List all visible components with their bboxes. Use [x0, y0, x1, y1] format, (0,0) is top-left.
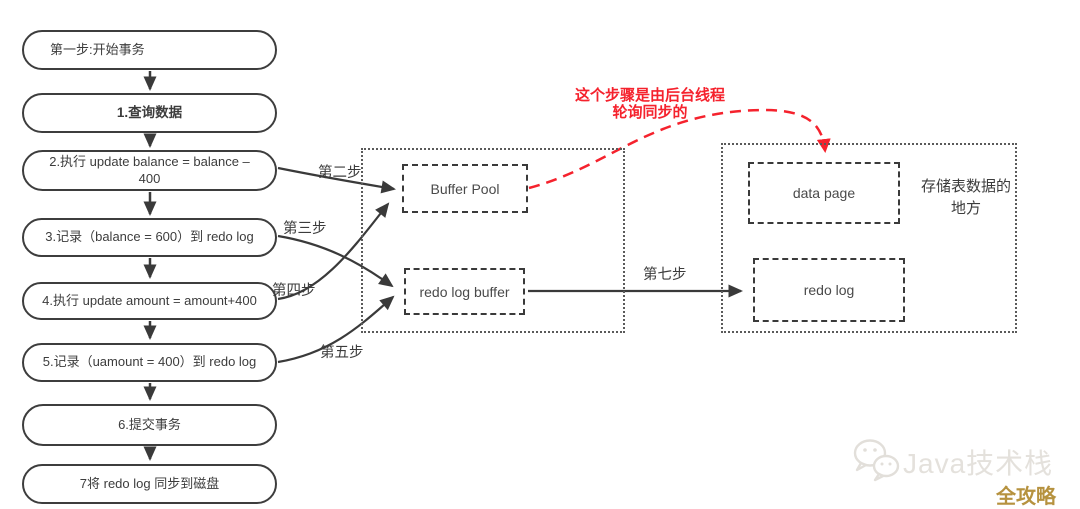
redo-log-label: redo log	[803, 282, 855, 298]
flow-step-record-balance-redolog: 3.记录（balance = 600）到 redo log	[22, 218, 277, 257]
flow-step-record-amount-redolog: 5.记录（uamount = 400）到 redo log	[22, 343, 277, 382]
flow-step-label: 第一步:开始事务	[50, 41, 145, 57]
background-sync-annotation: 这个步骤是由后台线程 轮询同步的	[574, 87, 725, 122]
flow-step-sync-redolog-disk: 7将 redo log 同步到磁盘	[22, 464, 277, 504]
flow-step-begin-transaction: 第一步:开始事务	[22, 30, 277, 70]
label-step5: 第五步	[320, 345, 364, 361]
wechat-icon	[849, 437, 905, 488]
label-step3: 第三步	[283, 221, 327, 237]
flow-step-label: 6.提交事务	[118, 416, 181, 432]
buffer-pool-label: Buffer Pool	[430, 180, 500, 197]
disk-area-caption: 存储表数据的 地方	[920, 178, 1011, 217]
flow-step-label: 1.查询数据	[116, 105, 183, 121]
flow-step-update-amount: 4.执行 update amount = amount+400	[22, 282, 277, 320]
flow-step-query-data: 1.查询数据	[22, 93, 277, 133]
redo-log-buffer-label: redo log buffer	[419, 283, 510, 300]
buffer-pool-node: Buffer Pool	[402, 164, 528, 213]
flow-step-label: 5.记录（uamount = 400）到 redo log	[42, 354, 257, 370]
flow-step-update-balance: 2.执行 update balance = balance – 400	[22, 150, 277, 191]
flow-step-label: 3.记录（balance = 600）到 redo log	[45, 229, 254, 245]
label-step4: 第四步	[272, 283, 316, 299]
redo-log-node: redo log	[753, 258, 905, 322]
label-step7: 第七步	[643, 267, 687, 283]
watermark-badge: 全攻略	[996, 486, 1056, 508]
disk-area-container	[721, 143, 1017, 333]
redo-log-buffer-node: redo log buffer	[404, 268, 525, 315]
data-page-label: data page	[792, 185, 856, 201]
flow-step-commit-transaction: 6.提交事务	[22, 404, 277, 446]
flow-step-label: 4.执行 update amount = amount+400	[42, 292, 257, 308]
flow-step-label: 2.执行 update balance = balance – 400	[49, 153, 250, 186]
flow-step-label: 7将 redo log 同步到磁盘	[79, 475, 220, 491]
label-step2: 第二步	[318, 165, 362, 181]
data-page-node: data page	[748, 162, 900, 224]
watermark-brand: Java技术栈	[903, 448, 1054, 479]
